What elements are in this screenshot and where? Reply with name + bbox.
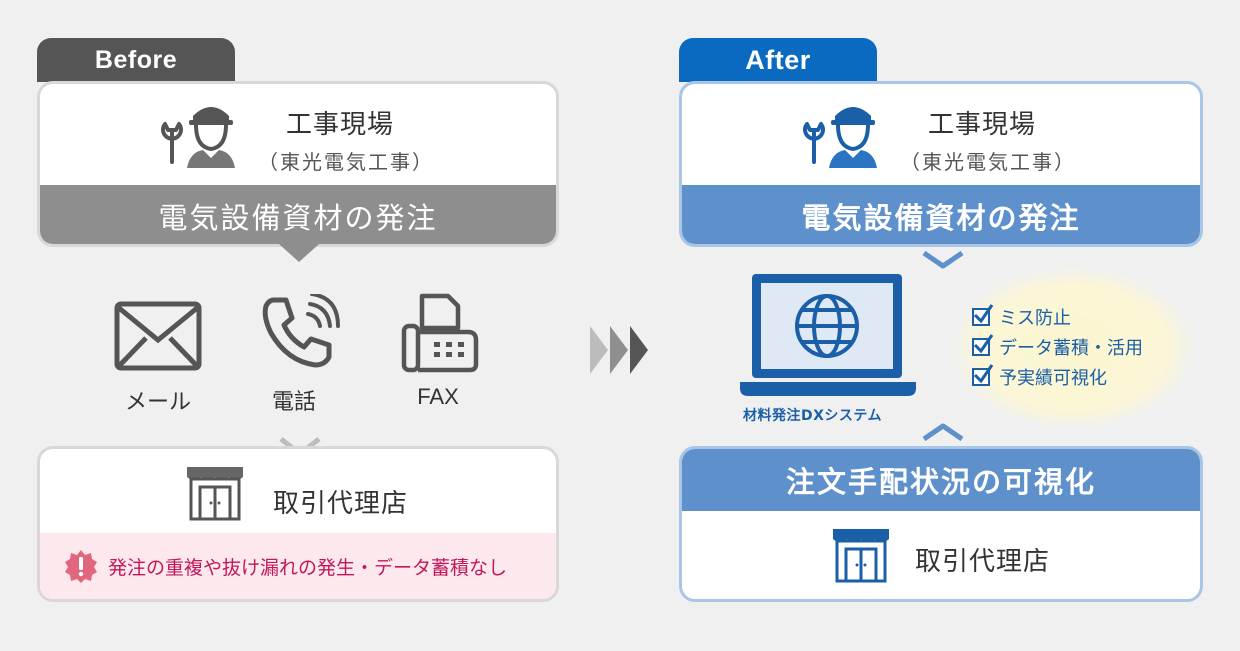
worker-with-wrench-icon [795,98,905,174]
checkbox-checked-icon [972,364,994,386]
laptop-globe-icon [738,272,918,402]
benefit-label: ミス防止 [999,308,1071,329]
before-dealer-panel: 取引代理店 発注の重複や抜け漏れの発生・データ蓄積なし [37,446,559,602]
after-dealer-panel: 注文手配状況の可視化 取引代理店 [679,446,1203,602]
site-title: 工事現場 [928,110,1037,140]
dealer-name: 取引代理店 [273,489,409,519]
benefit-label: 予実績可視化 [999,368,1107,389]
before-tab: Before [37,38,235,82]
shop-icon [183,463,247,527]
channel-label-phone: 電話 [271,390,316,415]
triple-arrow-icon [588,322,652,382]
warning-icon [64,549,98,583]
benefit-label: データ蓄積・活用 [999,338,1143,359]
channel-label-mail: メール [124,390,191,415]
benefits-bubble [953,268,1193,428]
checkbox-checked-icon [972,334,994,356]
shop-icon [829,525,893,589]
site-title: 工事現場 [286,110,395,140]
checkbox-checked-icon [972,304,994,326]
site-subtitle: （東光電気工事） [900,150,1076,174]
visibility-band: 注文手配状況の可視化 [682,449,1200,511]
chevron-up-icon [921,422,965,446]
order-band: 電気設備資材の発注 [682,185,1200,244]
benefit-item: データ蓄積・活用 [972,334,1143,360]
after-tab: After [679,38,877,82]
channel-label-fax: FAX [417,384,459,409]
envelope-icon [113,300,203,376]
before-site-panel: 工事現場 （東光電気工事） 電気設備資材の発注 [37,81,559,247]
phone-icon [258,292,340,378]
warning-text: 発注の重複や抜け漏れの発生・データ蓄積なし [108,556,508,579]
benefit-item: 予実績可視化 [972,364,1107,390]
site-subtitle: （東光電気工事） [258,150,434,174]
warning-bar: 発注の重複や抜け漏れの発生・データ蓄積なし [40,533,556,599]
order-band: 電気設備資材の発注 [40,185,556,244]
chevron-down-icon [921,250,965,274]
worker-with-wrench-icon [153,98,263,174]
fax-icon [400,292,480,378]
down-pointer [279,244,319,262]
after-site-panel: 工事現場 （東光電気工事） 電気設備資材の発注 [679,81,1203,247]
benefit-item: ミス防止 [972,304,1071,330]
dealer-name: 取引代理店 [915,547,1051,577]
system-label: 材料発注DXシステム [743,408,882,424]
